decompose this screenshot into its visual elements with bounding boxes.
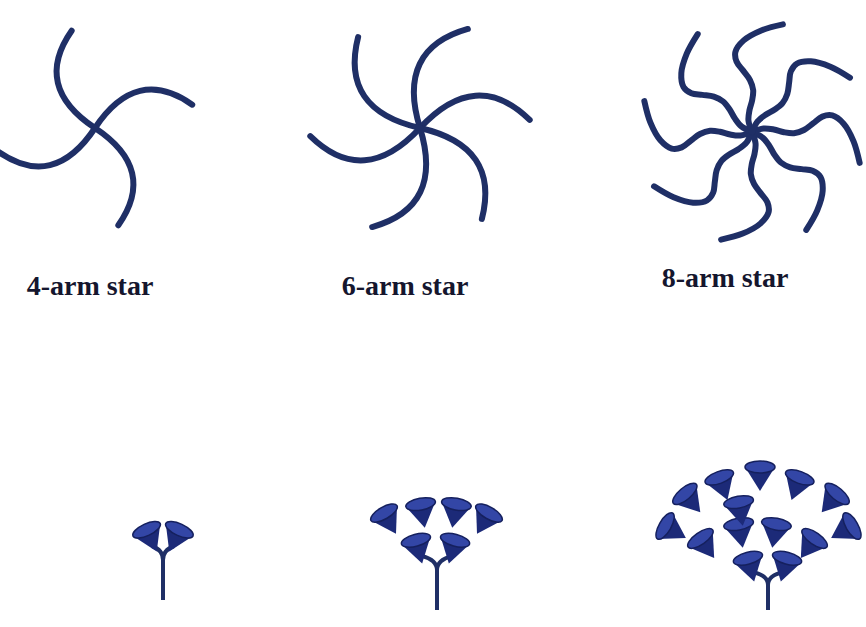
- dendron-cone: [789, 525, 831, 567]
- polymer-arm: [752, 61, 850, 132]
- dendron-figures: [130, 461, 864, 610]
- polymer-arm: [735, 24, 783, 132]
- figure-label: 4-arm star: [27, 270, 154, 302]
- dendron-cone: [464, 500, 505, 541]
- polymer-arm: [355, 37, 420, 128]
- dendron-cone: [400, 531, 437, 568]
- polymer-arm: [57, 31, 95, 128]
- polymer-arm: [654, 132, 752, 203]
- dendron-cone: [437, 496, 472, 531]
- polymer-arm: [420, 96, 530, 128]
- polymer-arm: [414, 29, 468, 128]
- dendron-cone: [766, 549, 803, 586]
- polymer-arm: [752, 115, 860, 163]
- polymer-arm: [721, 132, 769, 240]
- figure-label: 8-arm star: [662, 262, 789, 294]
- dendron-cone: [434, 531, 471, 568]
- star-molecule: [0, 31, 192, 225]
- star-molecule: [310, 29, 529, 227]
- polymer-arm: [681, 34, 752, 132]
- dendron-stem: [152, 546, 174, 600]
- dendron-cone: [156, 518, 196, 558]
- dendron-cone: [405, 496, 440, 531]
- polymer-arm: [310, 128, 420, 160]
- polymer-arm: [644, 101, 752, 149]
- dendron-cone: [670, 480, 712, 522]
- dendron-cone: [810, 480, 852, 522]
- dendron-cone: [368, 500, 409, 541]
- dendron-cone: [824, 510, 865, 551]
- dendron-cone: [652, 510, 693, 551]
- dendron-cone: [685, 525, 727, 567]
- dendron-cone: [745, 461, 775, 491]
- figure-label: 6-arm star: [342, 270, 469, 302]
- star-molecule: [644, 24, 859, 239]
- dendron-cone: [130, 518, 170, 558]
- star-polymers: [0, 24, 860, 239]
- polymer-arm: [420, 128, 485, 219]
- dendron-cone: [732, 549, 769, 586]
- polymer-arm: [95, 128, 133, 225]
- dendron-cone: [723, 494, 758, 529]
- polymer-arm: [752, 132, 823, 230]
- polymer-arm: [0, 128, 95, 166]
- dendron-cone: [777, 467, 815, 505]
- dendron-stem: [752, 572, 784, 610]
- dendron-cone: [757, 516, 792, 551]
- polymer-arm: [95, 90, 192, 128]
- dendron-stem: [422, 556, 452, 610]
- polymer-arm: [372, 128, 426, 227]
